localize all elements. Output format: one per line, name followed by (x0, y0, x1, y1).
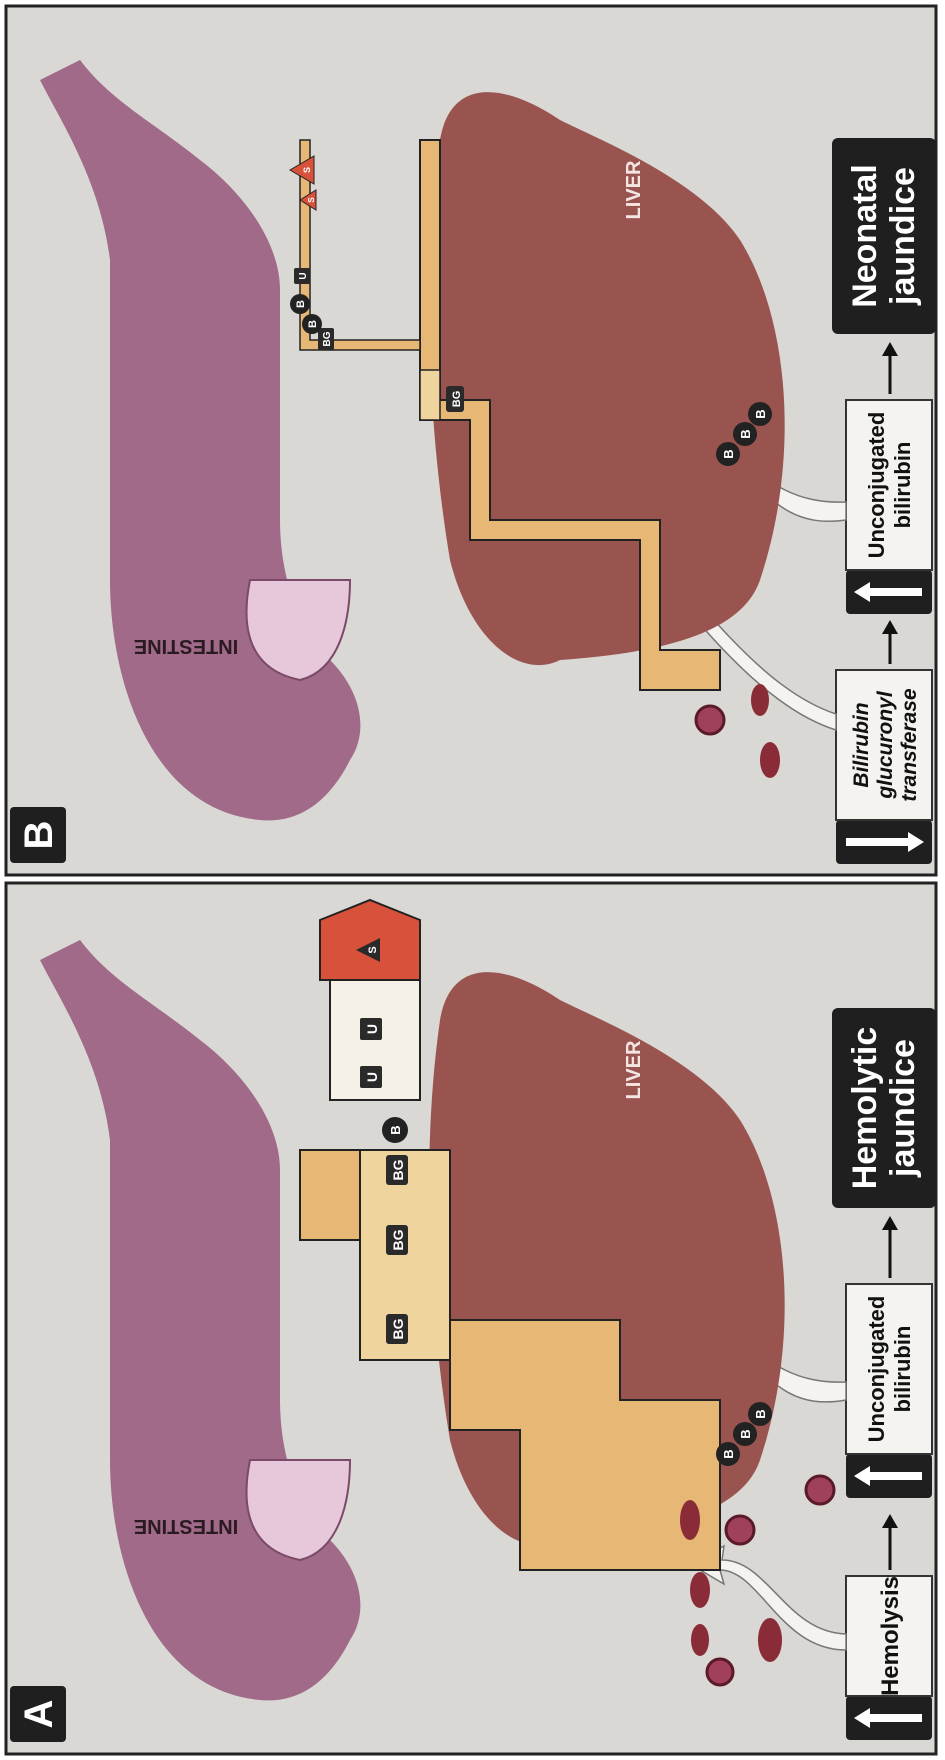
unconjugated-b-line2: bilirubin (890, 442, 915, 529)
bg-marker-a3: BG (386, 1155, 408, 1185)
svg-text:B: B (307, 320, 319, 328)
u-marker-b: U (294, 268, 310, 284)
unconjugated-b-line1: Unconjugated (864, 412, 889, 559)
hemolytic-jaundice-line1: Hemolytic (846, 1027, 884, 1190)
liver-label: LIVER (623, 1040, 645, 1099)
panel-a-letter: A (17, 1700, 61, 1729)
u-marker-a2: U (360, 1018, 382, 1040)
unconjugated-label-line1: Unconjugated (864, 1296, 889, 1443)
b-marker-b2: B (290, 294, 310, 314)
neonatal-jaundice-line1: Neonatal (846, 164, 884, 308)
unconjugated-bilirubin-box-b (846, 400, 932, 570)
unconjugated-bilirubin-box (846, 1284, 932, 1454)
svg-text:B: B (753, 409, 768, 418)
bg-marker-b2: BG (318, 328, 334, 350)
svg-text:U: U (298, 272, 309, 279)
svg-text:B: B (721, 449, 736, 458)
svg-text:B: B (738, 1429, 753, 1438)
transferase-line3: transferase (898, 688, 921, 802)
b-marker-intestine-a: B (382, 1117, 408, 1143)
svg-text:B: B (388, 1125, 403, 1134)
intestine-label-b: INTESTINE (134, 635, 238, 657)
svg-text:B: B (721, 1449, 736, 1458)
svg-text:S: S (302, 167, 312, 173)
panel-a: A Hemolysis Unconjugated bilirubin Hemol… (6, 883, 936, 1754)
intestine-label: INTESTINE (134, 1515, 238, 1537)
transferase-line1: Bilirubin (850, 702, 873, 787)
bg-marker-b1: BG (446, 386, 464, 412)
transferase-line2: glucuronyl (874, 690, 897, 800)
svg-text:BG: BG (322, 331, 333, 346)
svg-text:B: B (738, 429, 753, 438)
conjugated-flow-band-b (420, 370, 440, 420)
bg-marker-a2: BG (386, 1225, 408, 1255)
svg-text:BG: BG (390, 1229, 406, 1250)
bg-marker-a1: BG (386, 1314, 408, 1344)
svg-text:B: B (295, 300, 307, 308)
b-marker-b1: B (302, 314, 322, 334)
svg-text:BG: BG (451, 391, 463, 408)
unconjugated-label-line2: bilirubin (890, 1326, 915, 1413)
neonatal-jaundice-line2: jaundice (884, 167, 922, 306)
panel-b-letter: B (17, 821, 61, 850)
hemolytic-jaundice-line2: jaundice (884, 1039, 922, 1178)
u-marker-a1: U (360, 1066, 382, 1088)
svg-text:BG: BG (390, 1159, 406, 1180)
svg-text:B: B (753, 1409, 768, 1418)
svg-text:U: U (364, 1072, 380, 1082)
svg-text:U: U (364, 1024, 380, 1034)
panel-b: B Bilirubin glucuronyl transferase Uncon… (6, 6, 936, 875)
svg-text:BG: BG (390, 1318, 406, 1339)
svg-text:S: S (307, 197, 316, 203)
hemolysis-label: Hemolysis (877, 1576, 904, 1696)
svg-text:S: S (367, 946, 379, 953)
liver-label-b: LIVER (623, 160, 645, 219)
